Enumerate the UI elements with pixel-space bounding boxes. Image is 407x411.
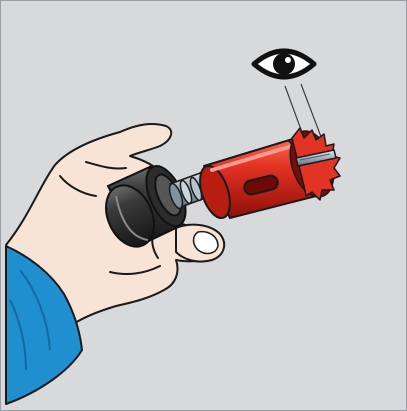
eye-icon [254,51,314,77]
thumb [176,225,224,262]
